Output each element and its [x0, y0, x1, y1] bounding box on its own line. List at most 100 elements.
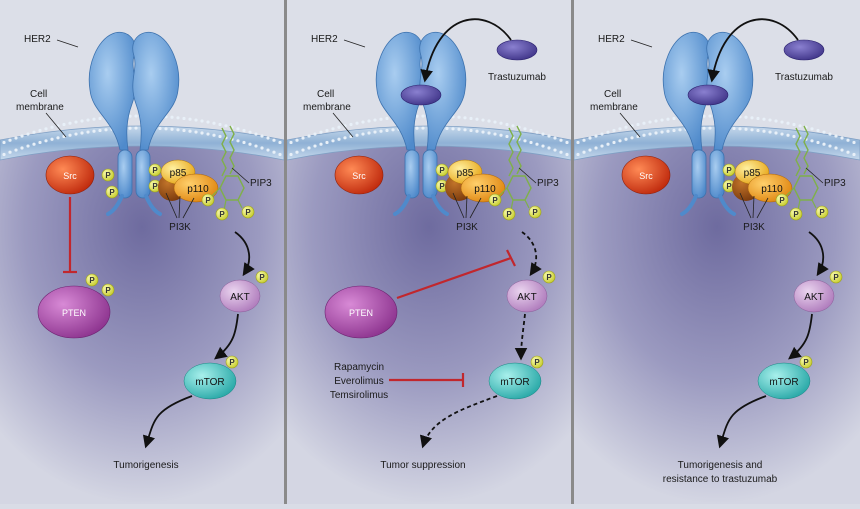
pip3-tails — [221, 125, 235, 177]
mtor-kinase — [183, 362, 237, 400]
phosphate-label: P — [546, 273, 552, 282]
phosphate-label: P — [534, 358, 540, 367]
pi3k-leader — [165, 192, 178, 219]
phosphate-icon — [85, 273, 99, 287]
trastuzumab-bound — [687, 84, 729, 106]
phosphate-icon — [528, 205, 542, 219]
cytoplasm — [574, 135, 860, 504]
outcome-label: Tumor suppression — [380, 460, 465, 471]
cell-membrane-label: Cell — [30, 89, 47, 100]
panel-divider — [284, 0, 287, 504]
drug-label-rapamycin: Rapamycin — [334, 362, 384, 373]
drug-label-everolimus: Everolimus — [334, 376, 383, 387]
drug-label-temsirolimus: Temsirolimus — [330, 390, 388, 401]
binding-arrow — [707, 18, 799, 83]
her2-tail — [106, 194, 162, 216]
her2-monomer — [419, 31, 467, 151]
phosphate-label: P — [205, 196, 211, 205]
phosphate-icon — [542, 270, 556, 284]
her2-label: HER2 — [24, 34, 51, 45]
pten-phosphatase — [324, 285, 398, 339]
trastuzumab-label: Trastuzumab — [488, 72, 546, 83]
pi3k-leader — [452, 192, 465, 219]
pip3-lipid — [498, 125, 532, 211]
phosphate-label: P — [229, 358, 235, 367]
pi3k-label: PI3K — [743, 222, 765, 233]
phosphate-label: P — [152, 182, 158, 191]
phosphate-icon — [241, 205, 255, 219]
activation-arrow — [214, 313, 239, 360]
activation-arrow — [521, 231, 542, 277]
her2-kinase-domain — [404, 149, 420, 199]
pip3-tails — [508, 125, 522, 177]
pip3-leader — [518, 167, 537, 184]
phosphate-icon — [225, 355, 239, 369]
cell-membrane-label: membrane — [303, 102, 351, 113]
cell-membrane-label: membrane — [590, 102, 638, 113]
mtor-kinase — [757, 362, 811, 400]
outcome-label: resistance to trastuzumab — [663, 474, 778, 485]
pip3-label: PIP3 — [824, 178, 846, 189]
her2-tail — [393, 194, 449, 216]
p85-label: p85 — [170, 168, 187, 179]
phosphate-label: P — [439, 182, 445, 191]
phosphate-label: P — [152, 166, 158, 175]
phosphate-label: P — [833, 273, 839, 282]
pip3-tails — [795, 125, 809, 177]
inhibition-line — [396, 256, 512, 300]
src-kinase — [621, 155, 671, 195]
outcome-label: Tumorigenesis — [113, 460, 178, 471]
phosphate-icon — [775, 193, 789, 207]
phosphate-label: P — [779, 196, 785, 205]
akt-label: AKT — [804, 292, 823, 303]
phosphate-icon — [201, 193, 215, 207]
akt-label: AKT — [517, 292, 536, 303]
inhibition-bar — [506, 249, 516, 267]
phosphate-label: P — [532, 208, 538, 217]
her2-monomer — [375, 31, 423, 151]
phosphate-icon — [789, 207, 803, 221]
akt-kinase — [506, 279, 548, 313]
phosphate-icon — [101, 168, 115, 182]
pten-label: PTEN — [349, 308, 373, 318]
her2-receptor — [375, 31, 467, 216]
panel-divider — [571, 0, 574, 504]
phosphate-label: P — [109, 188, 115, 197]
membrane-leader — [619, 112, 641, 138]
phosphate-icon — [105, 185, 119, 199]
pten-phosphatase — [37, 285, 111, 339]
panel-2: HER2CellmembraneTrastuzumabSrcPPp85p110P… — [284, 0, 572, 504]
phosphate-label: P — [259, 273, 265, 282]
mtor-label: mTOR — [195, 377, 224, 388]
phosphate-icon — [829, 270, 843, 284]
her2-label: HER2 — [311, 34, 338, 45]
cell-membrane-label: membrane — [16, 102, 64, 113]
her2-receptor — [88, 31, 180, 216]
cell-membrane-label: Cell — [317, 89, 334, 100]
pip3-leader — [805, 167, 824, 184]
her2-leader — [343, 39, 366, 48]
pip3-lipid — [211, 125, 245, 211]
src-label: Src — [352, 171, 366, 181]
binding-arrow — [420, 18, 512, 83]
pi3k-leader — [178, 195, 181, 219]
pi3k-leader — [465, 195, 468, 219]
outcome-arrow — [419, 395, 498, 449]
p110-label: p110 — [474, 184, 496, 195]
phosphate-label: P — [245, 208, 251, 217]
src-label: Src — [639, 171, 653, 181]
pi3k-leader — [182, 197, 195, 219]
p110-label: p110 — [761, 184, 783, 195]
phosphate-label: P — [492, 196, 498, 205]
membrane-leader — [45, 112, 67, 138]
cytoplasm — [287, 135, 571, 504]
outcome-arrow — [716, 395, 767, 449]
phosphate-label: P — [726, 182, 732, 191]
pi3k-leader — [469, 197, 482, 219]
pi3k-leader — [739, 192, 752, 219]
her2-label: HER2 — [598, 34, 625, 45]
phosphate-label: P — [105, 286, 111, 295]
